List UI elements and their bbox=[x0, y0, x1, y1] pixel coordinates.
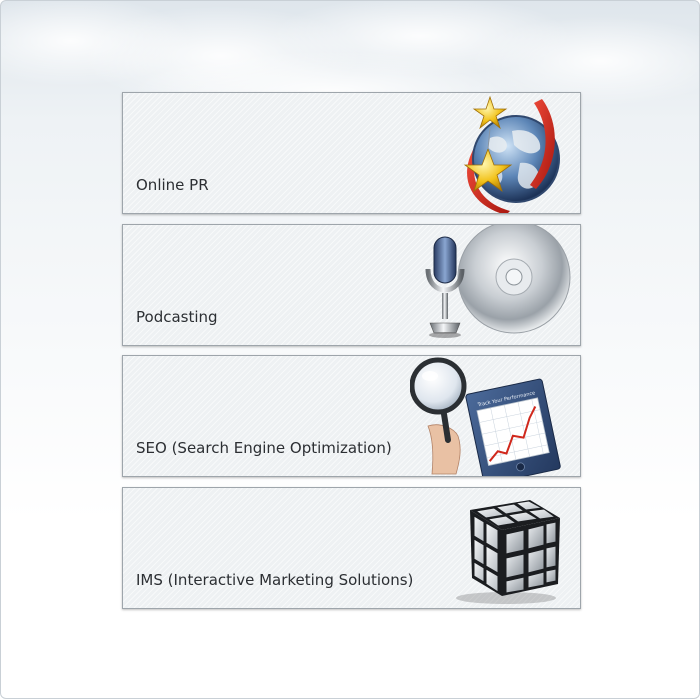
service-card-label: IMS (Interactive Marketing Solutions) bbox=[136, 571, 414, 589]
service-card-label: Online PR bbox=[136, 176, 209, 194]
magnifier-report-icon: Track Your Performance bbox=[410, 356, 580, 476]
service-card-label: SEO (Search Engine Optimization) bbox=[136, 439, 392, 457]
service-card-ims[interactable]: IMS (Interactive Marketing Solutions) bbox=[122, 487, 581, 609]
microphone-cd-icon bbox=[410, 225, 580, 345]
service-card-podcasting[interactable]: Podcasting bbox=[122, 224, 581, 346]
rubiks-cube-icon bbox=[410, 488, 580, 608]
service-card-label: Podcasting bbox=[136, 308, 218, 326]
service-card-online-pr[interactable]: Online PR bbox=[122, 92, 581, 214]
service-card-seo[interactable]: SEO (Search Engine Optimization) bbox=[122, 355, 581, 477]
globe-stars-icon bbox=[410, 93, 580, 213]
